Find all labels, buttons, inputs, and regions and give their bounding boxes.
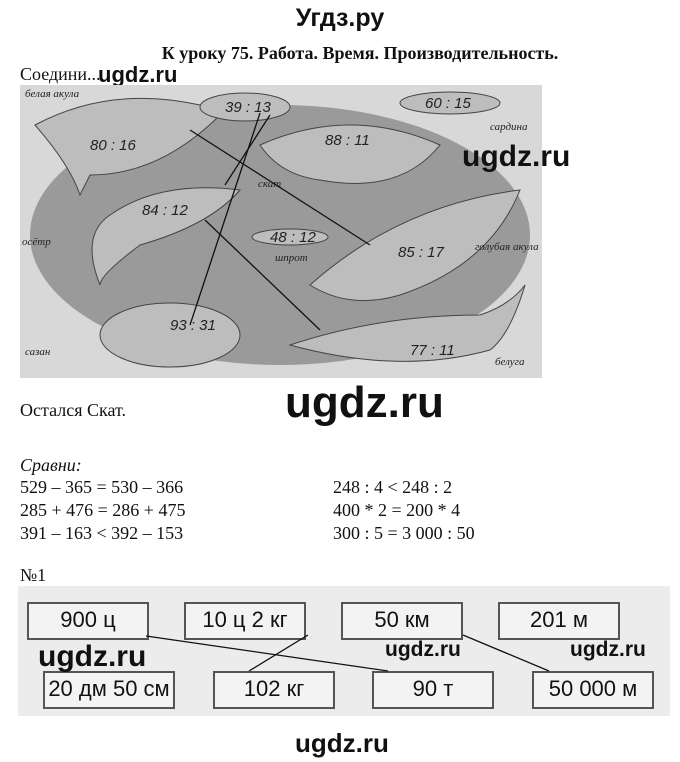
fish-expr: 39 : 13 — [225, 99, 272, 116]
fish-illustration: белая акула 80 : 16 39 : 13 60 : 15 сард… — [20, 85, 542, 378]
watermark: ugdz.ru — [570, 638, 646, 661]
fish-name: белая акула — [25, 88, 80, 100]
fish-name: сардина — [490, 121, 528, 133]
fish-name: белуга — [495, 356, 525, 368]
fish-expr: 80 : 16 — [90, 137, 137, 154]
fish-expr: 60 : 15 — [425, 95, 472, 112]
site-title: Угдз.ру — [295, 4, 385, 32]
unit-box: 50 км — [341, 602, 463, 640]
connect-label: Соедини... — [20, 64, 101, 84]
fish-name: осётр — [22, 236, 51, 248]
compare-label: Сравни: — [20, 455, 82, 475]
compare-line: 285 + 476 = 286 + 475 — [20, 500, 186, 520]
compare-right: 248 : 4 < 248 : 2 400 * 2 = 200 * 4 300 … — [333, 476, 475, 545]
watermark: ugdz.ru — [285, 378, 444, 427]
compare-line: 248 : 4 < 248 : 2 — [333, 477, 453, 497]
watermark: ugdz.ru — [295, 728, 389, 758]
fish-expr: 93 : 31 — [170, 317, 216, 334]
unit-box: 90 т — [372, 671, 494, 709]
unit-box: 900 ц — [27, 602, 149, 640]
unit-box: 20 дм 50 см — [43, 671, 175, 709]
compare-line: 391 – 163 < 392 – 153 — [20, 523, 184, 543]
task1-panel: 900 ц 10 ц 2 кг 50 км 201 м 20 дм 50 см … — [18, 586, 670, 716]
connection-lines — [145, 634, 550, 672]
compare-line: 529 – 365 = 530 – 366 — [20, 477, 184, 497]
fish-expr: 85 : 17 — [398, 244, 445, 261]
watermark: ugdz.ru — [385, 638, 461, 661]
compare-line: 300 : 5 = 3 000 : 50 — [333, 523, 475, 543]
task-number: №1 — [20, 565, 47, 585]
watermark: ugdz.ru — [38, 640, 147, 673]
unit-box: 201 м — [498, 602, 620, 640]
fish-name: сазан — [25, 346, 51, 358]
watermark: ugdz.ru — [462, 140, 571, 173]
unit-box: 50 000 м — [532, 671, 654, 709]
fish-expr: 84 : 12 — [142, 202, 189, 219]
compare-line: 400 * 2 = 200 * 4 — [333, 500, 461, 520]
fish-name: скат — [258, 178, 281, 190]
fish-expr: 48 : 12 — [270, 229, 317, 246]
fish-name: шпрот — [275, 252, 308, 264]
fish-expr: 77 : 11 — [410, 342, 455, 359]
fish-name: голубая акула — [475, 241, 539, 253]
answer-text: Остался Скат. — [20, 400, 126, 420]
compare-left: 529 – 365 = 530 – 366 285 + 476 = 286 + … — [20, 476, 185, 545]
fish-expr: 88 : 11 — [325, 132, 370, 149]
unit-box: 10 ц 2 кг — [184, 602, 306, 640]
watermark: ugdz.ru — [98, 62, 178, 87]
page-title: К уроку 75. Работа. Время. Производитель… — [161, 43, 559, 63]
unit-box: 102 кг — [213, 671, 335, 709]
